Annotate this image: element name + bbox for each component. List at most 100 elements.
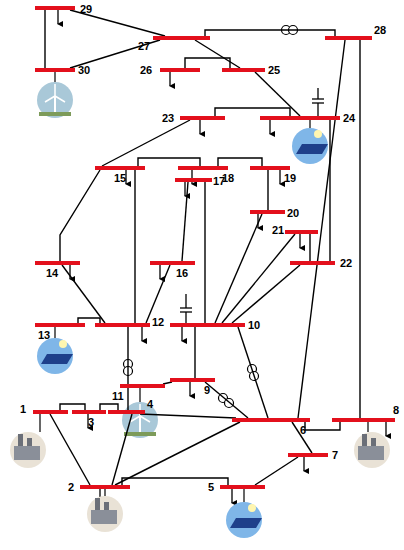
bus-number: 21: [272, 224, 284, 236]
bus-number: 30: [78, 64, 90, 76]
branch-line: [292, 422, 312, 453]
branch-line: [215, 108, 290, 116]
branch-line: [70, 40, 160, 68]
bus-bar: 27: [153, 36, 210, 40]
bus-number: 29: [80, 3, 92, 15]
branch-line: [102, 120, 190, 166]
bus-bar: 6: [232, 418, 310, 422]
bus-number: 22: [340, 257, 352, 269]
bus-number: 15: [114, 172, 126, 184]
branch-line: [218, 158, 262, 166]
bus-bar: 16: [150, 261, 195, 265]
branch-line: [60, 170, 100, 261]
branch-line: [195, 40, 240, 68]
bus-number: 25: [268, 64, 280, 76]
bus-number: 1: [20, 403, 26, 415]
branch-line: [305, 422, 340, 430]
branch-line: [215, 214, 262, 323]
branch-line: [140, 414, 236, 418]
branch-line: [267, 170, 268, 210]
bus-number: 27: [138, 40, 150, 52]
bus-number: 4: [147, 398, 153, 410]
branch-line: [298, 40, 345, 418]
branch-line: [44, 10, 45, 68]
bus-bar: 3: [72, 410, 106, 414]
branch-line: [127, 327, 128, 410]
bus-bar: 18: [178, 166, 228, 170]
branch-line: [238, 327, 268, 418]
bus-bar: 12: [95, 323, 150, 327]
branch-line: [115, 422, 240, 485]
bus-number: 26: [140, 64, 152, 76]
bus-bar: 7: [288, 453, 328, 457]
bus-bar: 17: [175, 178, 212, 182]
branch-line: [329, 120, 330, 261]
branch-line: [146, 265, 170, 323]
capacitor-symbols: [180, 88, 324, 323]
bus-bar: 9: [170, 378, 215, 382]
bus-number: 14: [46, 267, 58, 279]
bus-bar: 10: [170, 323, 245, 327]
branch-line: [205, 382, 248, 418]
bus-number: 24: [343, 112, 355, 124]
bus-number: 7: [332, 449, 338, 461]
bus-bar: 22: [290, 261, 335, 265]
bus-bar: 25: [222, 68, 265, 72]
bus-bar: 4: [108, 410, 145, 414]
bus-bar: 15: [95, 166, 145, 170]
bus-number: 23: [162, 112, 174, 124]
branch-line: [134, 170, 135, 323]
bus-number: 8: [393, 404, 399, 416]
bus-bar: 8: [332, 418, 395, 422]
branch-line: [194, 327, 195, 378]
bus-number: 9: [204, 384, 210, 396]
bus-number: 11: [112, 390, 124, 402]
branch-line: [138, 158, 200, 166]
bus-bar: 20: [250, 210, 285, 214]
branch-line: [255, 457, 298, 485]
bus-bar: 1: [33, 410, 68, 414]
bus-bar: 26: [160, 68, 200, 72]
bus-bar: 2: [80, 485, 130, 489]
bus-bar: 30: [35, 68, 75, 72]
bus-bar: 11: [120, 384, 165, 388]
bus-number: 19: [284, 172, 296, 184]
thermal-plants: [10, 432, 390, 532]
bus-number: 6: [300, 424, 306, 436]
bus-number: 18: [222, 172, 234, 184]
bus-number: 2: [68, 481, 74, 493]
generator-leads: [40, 72, 368, 502]
bus-number: 3: [88, 416, 94, 428]
bus-bar: 14: [35, 261, 80, 265]
bus-bar: 29: [35, 6, 75, 10]
transformer-symbols: [124, 26, 298, 408]
branch-line: [232, 265, 300, 323]
branch-line: [204, 182, 205, 323]
bus-bar: 24: [260, 116, 340, 120]
bus-number: 5: [208, 481, 214, 493]
branch-line: [185, 58, 230, 68]
bus-bar: 13: [35, 323, 85, 327]
bus-number: 20: [287, 207, 299, 219]
branch-line: [359, 40, 360, 418]
bus-number: 10: [248, 319, 260, 331]
branch-line: [50, 414, 90, 485]
solar-plants: [37, 128, 328, 538]
branch-line: [62, 265, 105, 323]
branch-line: [112, 414, 132, 485]
branch-line: [205, 30, 335, 36]
load-arrows: [58, 10, 386, 503]
bus-number: 13: [38, 329, 50, 341]
bus-bar: 5: [220, 485, 265, 489]
branch-line: [182, 182, 188, 261]
bus-bar: 19: [250, 166, 290, 170]
bus-number: 16: [176, 267, 188, 279]
bus-bar: 21: [285, 230, 318, 234]
bus-bar: 23: [180, 116, 225, 120]
branch-line: [255, 72, 300, 116]
branch-line: [309, 234, 310, 261]
